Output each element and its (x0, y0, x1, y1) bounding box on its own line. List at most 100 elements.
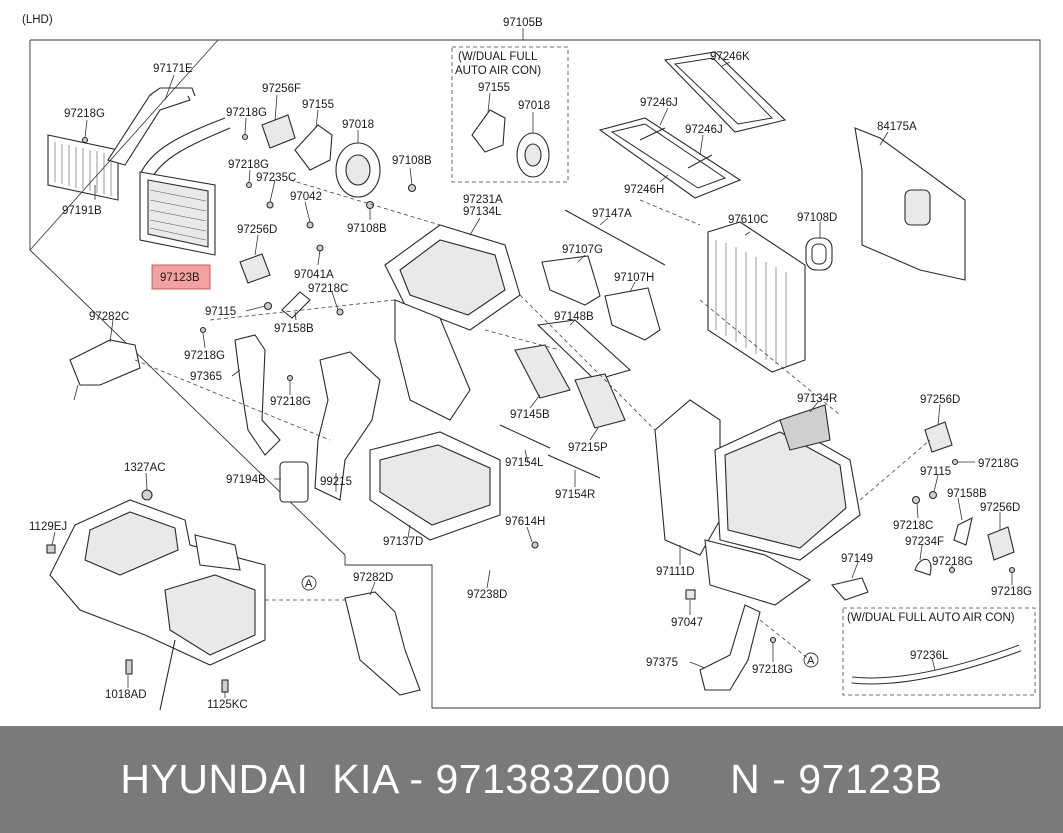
label-97108B-a: 97108B (392, 155, 432, 167)
door-disc-97018 (335, 142, 381, 198)
label-97155-a: 97155 (302, 99, 334, 111)
label-97194B: 97194B (226, 474, 266, 486)
label-84175A: 84175A (877, 121, 917, 133)
heater-core (139, 117, 231, 256)
label-97610C: 97610C (728, 214, 768, 226)
label-1018AD: 1018AD (105, 689, 147, 701)
corner-tag: (LHD) (22, 14, 53, 26)
label-97154L: 97154L (505, 457, 544, 469)
label-97282C: 97282C (89, 311, 129, 323)
dual-aircon-box-top (451, 46, 569, 183)
label-97218C-b: 97218C (893, 520, 933, 532)
label-97107G: 97107G (562, 244, 603, 256)
label-97137D: 97137D (383, 536, 423, 548)
gasket-97108d (805, 237, 833, 271)
right-case (654, 399, 861, 606)
label-97218G-g: 97218G (932, 556, 973, 568)
side-ducts (234, 334, 381, 503)
label-97191B: 97191B (62, 205, 102, 217)
right-actuators (685, 421, 1015, 601)
dashed-guides (134, 179, 931, 661)
svg-text:A: A (305, 578, 313, 590)
label-97171E: 97171E (153, 63, 193, 75)
label-97218G-f: 97218G (978, 458, 1019, 470)
label-97238D: 97238D (467, 589, 507, 601)
mode-doors (541, 255, 661, 341)
note-dual-b: AUTO AIR CON) (455, 65, 541, 77)
label-97218G-d: 97218G (184, 350, 225, 362)
footer-banner: HYUNDAI KIA - 971383Z000 N - 97123B (0, 726, 1063, 833)
svg-text:A: A (807, 655, 815, 667)
hose-97236l (851, 644, 1022, 685)
label-97149: 97149 (841, 553, 873, 565)
bracket-97155 (294, 124, 333, 171)
air-doors (514, 319, 632, 429)
footer-part-numbers: HYUNDAI KIA - 971383Z000 N - 97123B (120, 756, 943, 802)
label-97134L: 97134L (463, 206, 502, 218)
label-97218G-h: 97218G (991, 586, 1032, 598)
ref-mark-a-right: A (803, 652, 819, 668)
label-97218G-e: 97218G (270, 396, 311, 408)
label-1327AC: 1327AC (124, 462, 166, 474)
label-97256D-c: 97256D (980, 502, 1020, 514)
label-97218G-b: 97218G (226, 107, 267, 119)
label-97246J-b: 97246J (685, 124, 723, 136)
assembly-label: 97105B (503, 17, 543, 29)
label-97042: 97042 (290, 191, 322, 203)
upper-case (384, 224, 521, 421)
highlight-box (151, 264, 211, 290)
duct-97282c (69, 339, 141, 401)
label-97231A: 97231A (463, 194, 503, 206)
label-1129EJ: 1129EJ (29, 521, 67, 533)
label-97218G-c: 97218G (228, 159, 269, 171)
label-97107H: 97107H (614, 272, 654, 284)
label-97375: 97375 (646, 657, 678, 669)
label-97246J-a: 97246J (640, 97, 678, 109)
label-97111D: 97111D (656, 566, 695, 578)
label-97145B: 97145B (510, 409, 550, 421)
label-97218G-i: 97218G (752, 664, 793, 676)
heater-core-frame (47, 134, 119, 201)
cabin-filter (707, 221, 806, 373)
label-97246K: 97246K (710, 51, 750, 63)
label-97256F: 97256F (262, 83, 301, 95)
actuator-97256f (261, 114, 296, 149)
label-97235C: 97235C (256, 172, 296, 184)
label-97155-b: 97155 (478, 82, 510, 94)
label-97123B: 97123B (160, 272, 200, 284)
label-97018-a: 97018 (342, 119, 374, 131)
label-97256D-a: 97256D (237, 224, 277, 236)
dual-aircon-box-bottom (842, 607, 1036, 696)
label-97282D: 97282D (353, 572, 393, 584)
label-97218G-a: 97218G (64, 108, 105, 120)
parts-diagram: 97105B (LHD) (W/DUAL FULL AUTO AIR CON) … (22, 14, 1041, 711)
label-99215: 99215 (320, 476, 352, 488)
label-97218C-a: 97218C (308, 283, 348, 295)
label-97018-b: 97018 (518, 100, 550, 112)
label-97158B-a: 97158B (274, 323, 314, 335)
drain-hose (454, 553, 543, 681)
duct-97282d (344, 591, 421, 696)
label-97134R: 97134R (797, 393, 837, 405)
pipe-bracket (107, 87, 196, 166)
seal-gaskets (598, 51, 787, 199)
label-97108D: 97108D (797, 212, 837, 224)
label-97256D-b: 97256D (920, 394, 960, 406)
label-97041A: 97041A (294, 269, 334, 281)
label-97154R: 97154R (555, 489, 595, 501)
duct-97375 (699, 604, 761, 691)
label-1125KC: 1125KC (207, 699, 248, 711)
lower-case (369, 431, 501, 541)
note-dual-bottom: (W/DUAL FULL AUTO AIR CON) (847, 612, 1015, 624)
note-dual-a: (W/DUAL FULL (458, 51, 538, 63)
leader-lines (29, 39, 1013, 698)
label-97236L: 97236L (910, 650, 949, 662)
label-97365: 97365 (190, 371, 222, 383)
hvac-assembly (46, 489, 266, 711)
dual-parts (471, 109, 550, 178)
label-97108B-b: 97108B (347, 223, 387, 235)
ref-mark-a-left: A (301, 575, 317, 591)
label-97115-a: 97115 (205, 306, 236, 318)
label-97047: 97047 (671, 617, 703, 629)
label-97148B: 97148B (554, 311, 594, 323)
